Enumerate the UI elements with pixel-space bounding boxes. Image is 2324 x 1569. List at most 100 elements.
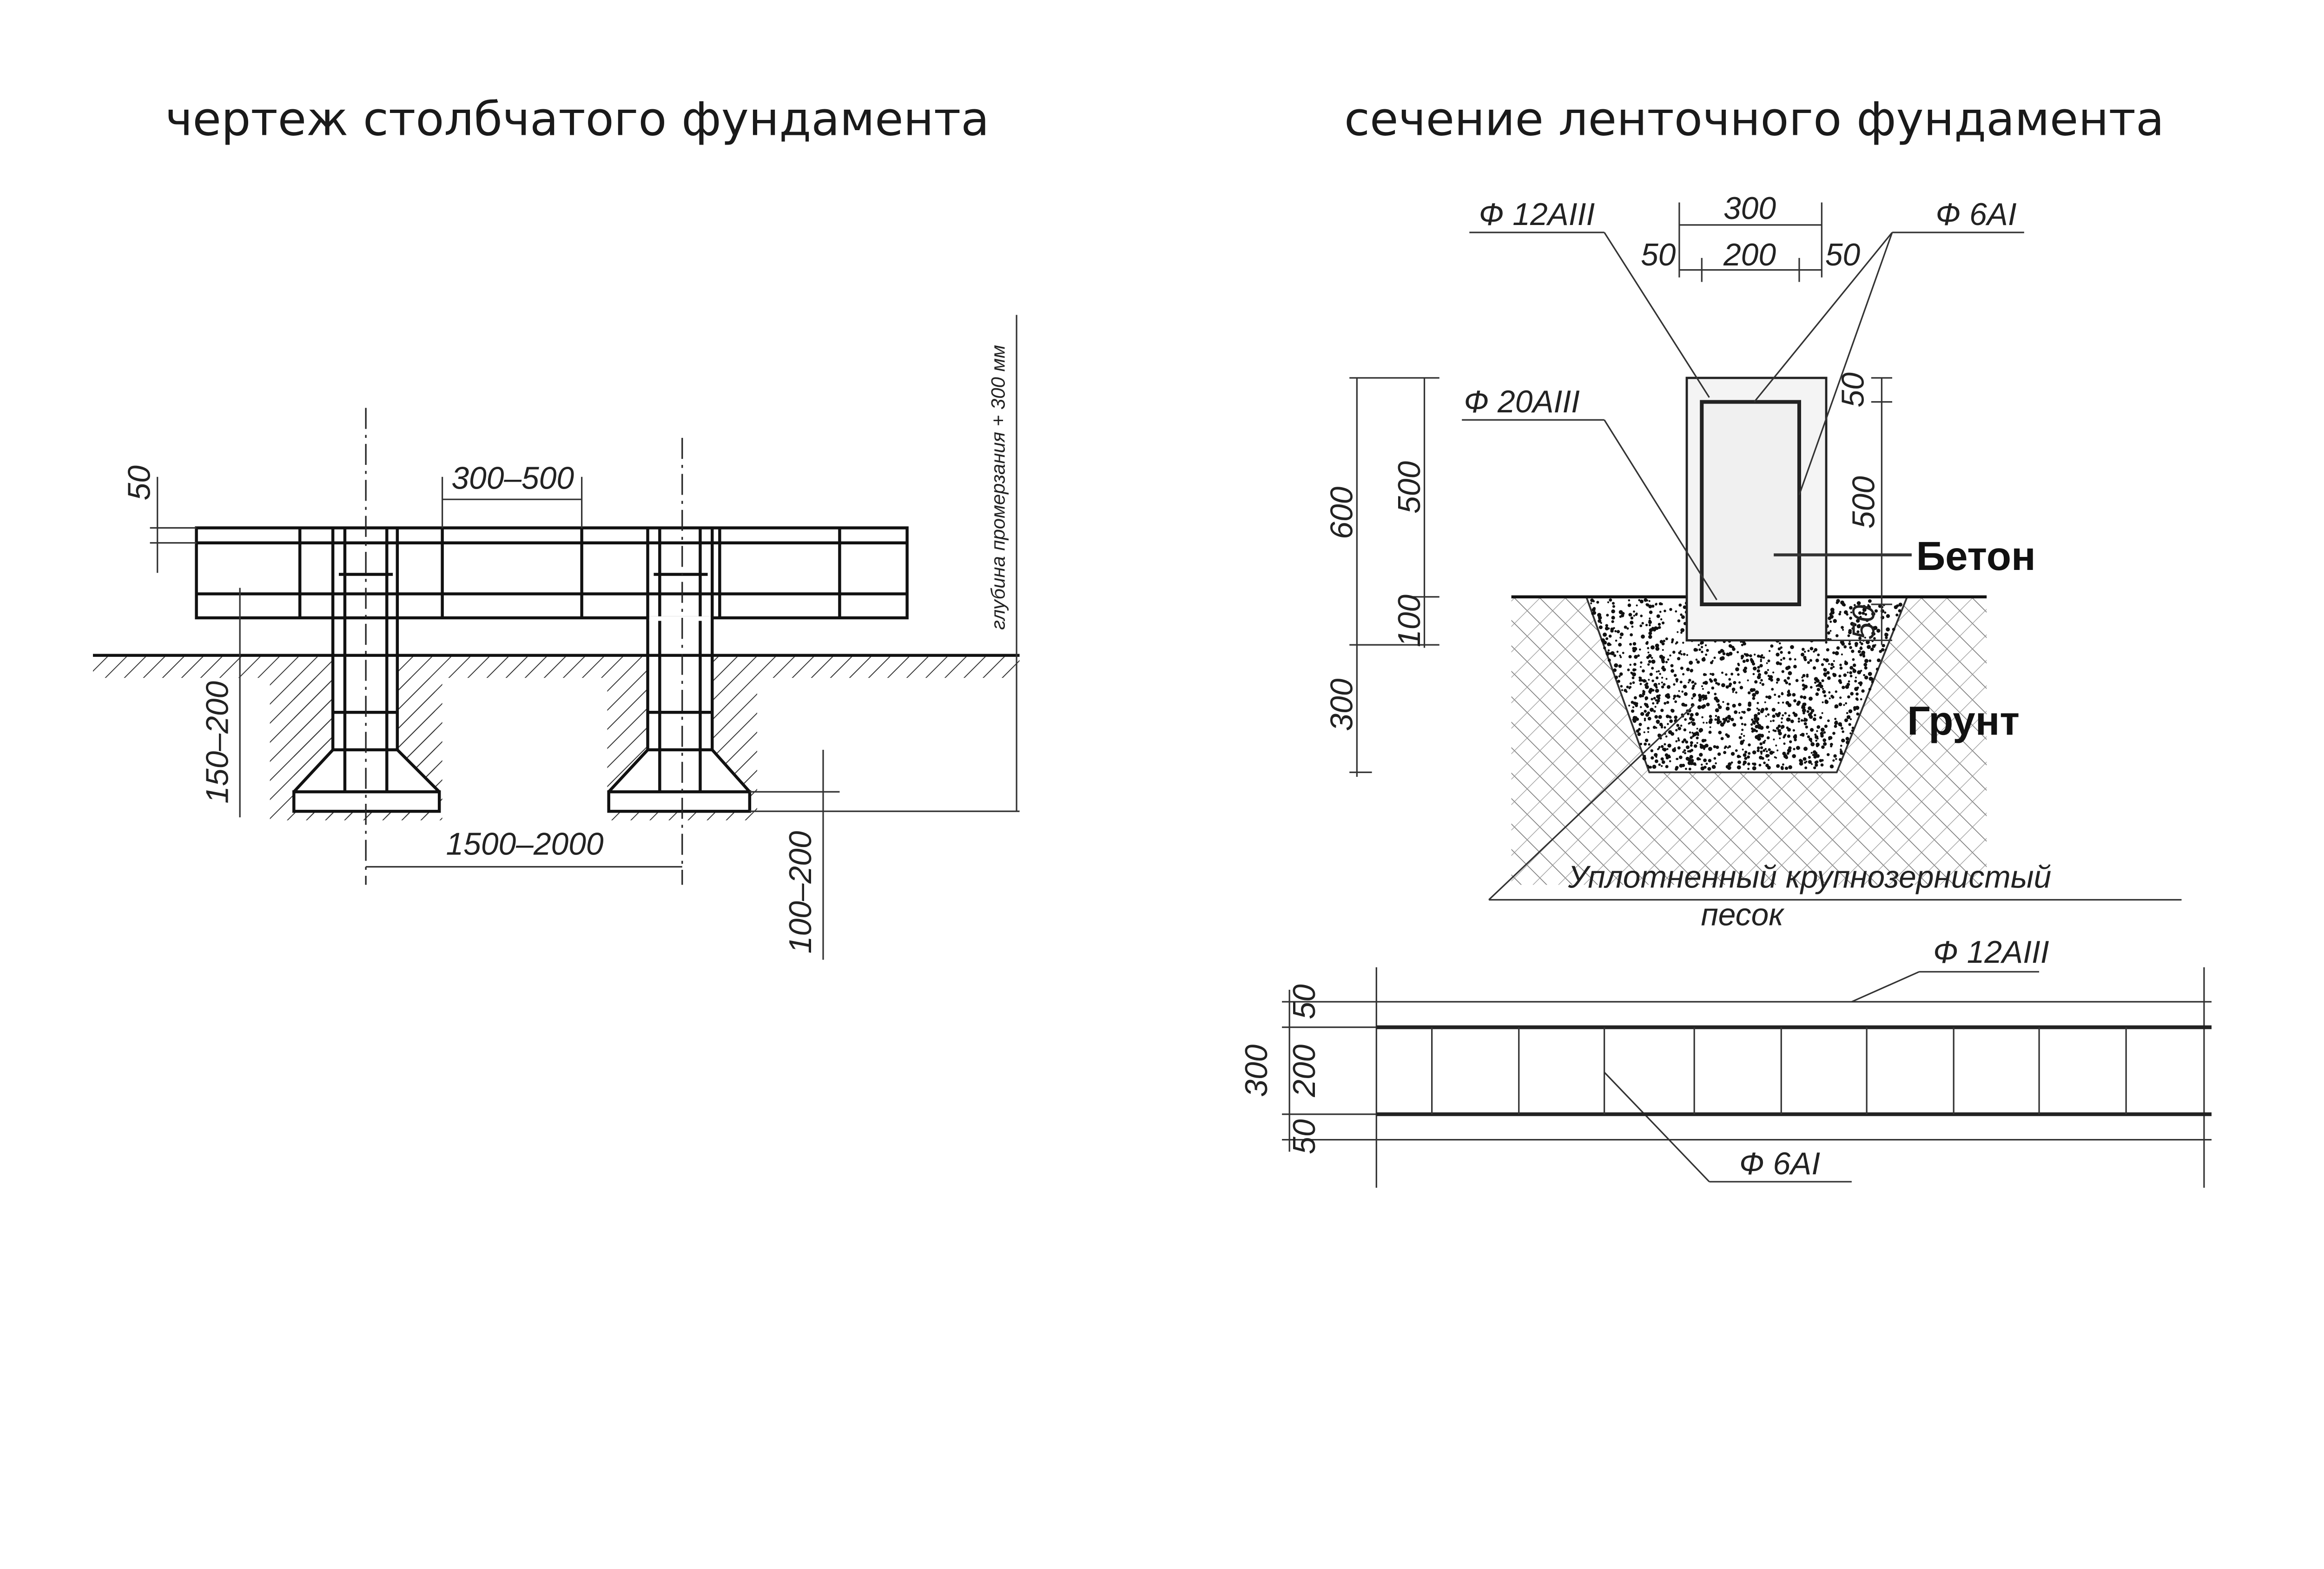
sand-grain	[1691, 732, 1694, 734]
sand-grain	[1848, 630, 1852, 635]
sand-grain	[1760, 734, 1764, 738]
sand-grain	[1844, 660, 1847, 663]
sand-grain	[1775, 757, 1777, 759]
sand-grain	[1639, 682, 1642, 685]
sand-grain	[1860, 669, 1862, 672]
sand-grain	[1858, 633, 1861, 636]
sand-grain	[1827, 676, 1831, 680]
sand-grain	[1701, 705, 1705, 709]
sand-grain	[1735, 667, 1739, 672]
sand-grain	[1711, 765, 1716, 769]
sand-grain	[1856, 601, 1861, 605]
sand-grain	[1692, 684, 1695, 687]
sand-grain	[1767, 659, 1770, 662]
sand-grain	[1686, 712, 1690, 715]
sand-grain	[1787, 734, 1791, 738]
sand-grain	[1592, 607, 1596, 610]
sand-grain	[1621, 612, 1625, 616]
sand-grain	[1605, 651, 1610, 656]
sand-label-line2: песок	[1701, 897, 1785, 932]
sand-grain	[1607, 642, 1611, 646]
sand-grain	[1654, 715, 1658, 719]
sand-grain	[1691, 697, 1693, 700]
sand-grain	[1654, 706, 1657, 708]
sand-grain	[1778, 712, 1781, 715]
sand-grain	[1858, 611, 1862, 615]
sand-grain	[1644, 738, 1649, 742]
sand-grain	[1708, 759, 1712, 762]
sand-grain	[1772, 714, 1776, 718]
sand-grain	[1832, 759, 1835, 762]
sand-grain	[1690, 748, 1694, 752]
sand-grain	[1859, 684, 1862, 687]
sand-grain	[1608, 635, 1612, 638]
sand-grain	[1785, 681, 1789, 684]
sand-grain	[1640, 615, 1643, 617]
sand-grain	[1648, 631, 1652, 636]
sand-grain	[1851, 627, 1854, 630]
sand-grain	[1698, 694, 1702, 697]
sand-grain	[1852, 663, 1856, 667]
sand-grain	[1684, 718, 1687, 721]
sand-grain	[1875, 668, 1879, 671]
sand-grain	[1776, 652, 1780, 657]
sand-grain	[1857, 650, 1861, 654]
sand-grain	[1649, 610, 1653, 614]
sand-grain	[1825, 658, 1829, 662]
sand-grain	[1854, 680, 1857, 683]
sand-grain	[1673, 749, 1675, 752]
sand-grain	[1705, 722, 1708, 724]
sand-grain	[1715, 708, 1719, 713]
sand-grain	[1619, 672, 1623, 676]
sand-grain	[1636, 604, 1638, 607]
sand-grain	[1710, 673, 1712, 675]
dim-500-left: 500	[1392, 461, 1427, 514]
sand-grain	[1826, 671, 1830, 675]
sand-grain	[1755, 720, 1758, 723]
sand-grain	[1727, 747, 1729, 749]
sand-grain	[1629, 663, 1631, 666]
sand-grain	[1681, 702, 1685, 707]
sand-grain	[1858, 636, 1862, 640]
sand-grain	[1756, 749, 1760, 752]
sand-grain	[1774, 730, 1776, 732]
sand-grain	[1728, 684, 1731, 688]
sand-grain	[1647, 647, 1650, 649]
sand-grain	[1816, 725, 1821, 729]
sand-grain	[1679, 763, 1683, 768]
sand-grain	[1624, 625, 1627, 629]
sand-grain	[1610, 651, 1615, 655]
sand-grain	[1845, 702, 1847, 705]
sand-grain	[1732, 691, 1734, 693]
sand-grain	[1821, 759, 1824, 762]
sand-grain	[1853, 708, 1856, 711]
sand-grain	[1628, 704, 1631, 707]
sand-grain	[1604, 626, 1609, 631]
sand-grain	[1640, 706, 1642, 708]
column-foundation-drawing: 50 300–500 150–200 1500–2000 100–200 глу…	[93, 315, 1020, 960]
sand-grain	[1656, 695, 1660, 699]
sand-grain	[1700, 766, 1705, 771]
sand-grain	[1639, 599, 1644, 603]
sand-grain	[1804, 766, 1808, 769]
sand-grain	[1842, 686, 1845, 689]
sand-grain	[1780, 651, 1783, 654]
sand-grain	[1722, 652, 1726, 655]
sand-grain	[1679, 650, 1682, 652]
sand-grain	[1771, 688, 1774, 691]
sand-grain	[1846, 613, 1849, 616]
sand-grain	[1631, 625, 1634, 628]
sand-grain	[1652, 726, 1656, 729]
sand-grain	[1836, 599, 1840, 603]
sand-grain	[1637, 654, 1640, 657]
sand-grain	[1774, 694, 1776, 696]
sand-grain	[1669, 719, 1673, 723]
sand-grain	[1733, 681, 1736, 684]
sand-grain	[1719, 656, 1724, 661]
sand-grain	[1850, 611, 1852, 614]
sand-grain	[1714, 718, 1717, 721]
sand-grain	[1690, 741, 1693, 745]
sand-grain	[1856, 712, 1860, 716]
sand-grain	[1816, 679, 1820, 683]
sand-grain	[1808, 760, 1812, 764]
